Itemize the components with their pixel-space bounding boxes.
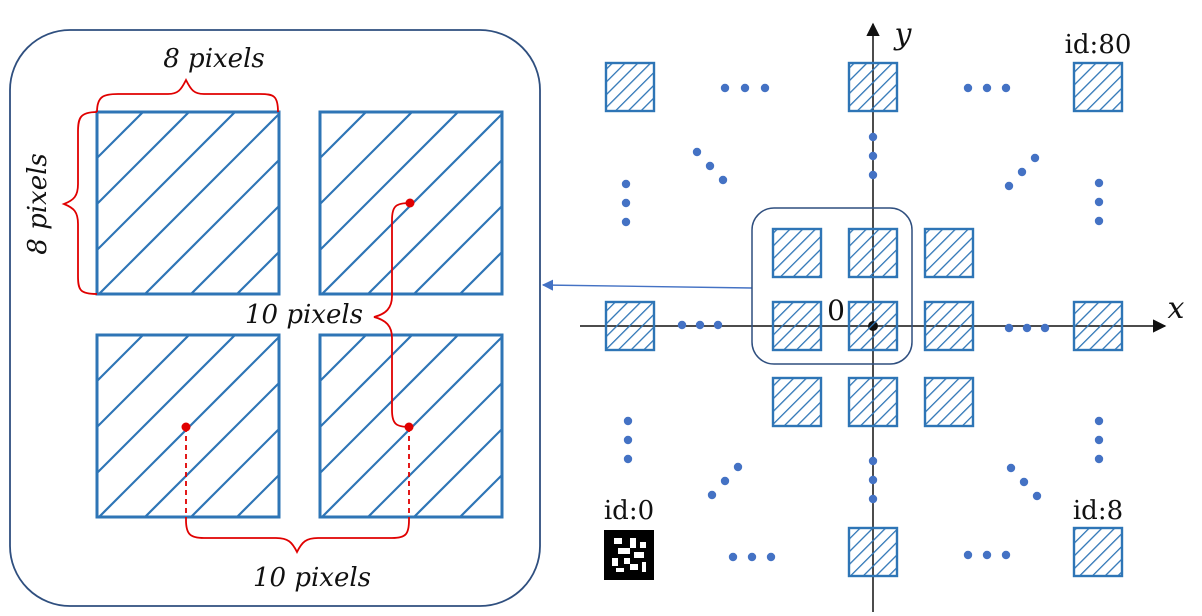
hatch-lines <box>320 335 502 517</box>
grid-square <box>604 300 656 352</box>
zoomed-square <box>318 110 504 296</box>
grid-square <box>847 300 899 352</box>
grid-squares <box>604 61 1124 578</box>
ellipsis <box>868 456 878 504</box>
grid-square <box>923 300 975 352</box>
brace-left <box>61 111 98 295</box>
aruco-marker-icon <box>604 530 654 580</box>
label-id-0: id:0 <box>604 496 654 526</box>
zoomed-square <box>95 333 281 519</box>
center-point-bottom-left <box>181 422 191 432</box>
grid-square <box>771 227 823 279</box>
grid-square <box>923 227 975 279</box>
ellipsis-dots <box>621 83 1104 562</box>
label-dim-bottom: 10 pixels <box>253 563 371 593</box>
label-id-80: id:80 <box>1065 30 1132 60</box>
axis-x-label: x <box>1168 291 1185 326</box>
grid-square <box>847 526 899 578</box>
zoom-connector-arrow <box>541 279 753 291</box>
zoomed-squares <box>95 110 504 519</box>
ellipsis <box>623 416 633 464</box>
label-dim-middle: 10 pixels <box>245 300 363 330</box>
axis-y-label: y <box>893 17 913 52</box>
ellipsis <box>707 462 743 500</box>
ellipsis <box>728 552 776 562</box>
grid-square <box>847 61 899 113</box>
zoom-panel <box>9 29 541 607</box>
ellipsis <box>963 550 1011 560</box>
grid-square <box>923 376 975 428</box>
grid-square <box>847 376 899 428</box>
hatch-lines <box>97 335 279 517</box>
hatch-lines <box>320 112 502 294</box>
center-point-top-right <box>405 198 415 208</box>
ellipsis <box>1094 178 1104 226</box>
grid-square <box>771 300 823 352</box>
label-dim-left: 8 pixels <box>23 153 53 254</box>
grid-square <box>771 376 823 428</box>
zoomed-square <box>318 333 504 519</box>
grid-square <box>604 61 656 113</box>
ellipsis <box>1006 463 1042 501</box>
ellipsis <box>1004 153 1040 191</box>
brace-middle <box>373 202 411 428</box>
label-id-8: id:8 <box>1073 496 1123 526</box>
center-point-bottom-right <box>404 422 414 432</box>
grid-square <box>1072 526 1124 578</box>
hatch-lines <box>97 112 279 294</box>
ellipsis <box>720 83 770 93</box>
ellipsis <box>868 132 878 180</box>
ellipsis <box>692 147 728 185</box>
ellipsis <box>963 83 1011 93</box>
origin-label: 0 <box>827 294 845 327</box>
label-dim-top: 8 pixels <box>163 44 264 74</box>
ellipsis <box>621 179 631 227</box>
ellipsis <box>677 320 723 330</box>
ellipsis <box>1094 416 1104 464</box>
grid-square <box>1072 61 1124 113</box>
brace-top <box>96 77 279 113</box>
dimension-annotations <box>61 77 411 555</box>
grid-square <box>1072 300 1124 352</box>
brace-bottom <box>185 519 410 555</box>
zoomed-square <box>95 110 281 296</box>
grid-square <box>847 227 899 279</box>
ellipsis <box>1004 323 1050 333</box>
zoom-region <box>751 207 913 365</box>
